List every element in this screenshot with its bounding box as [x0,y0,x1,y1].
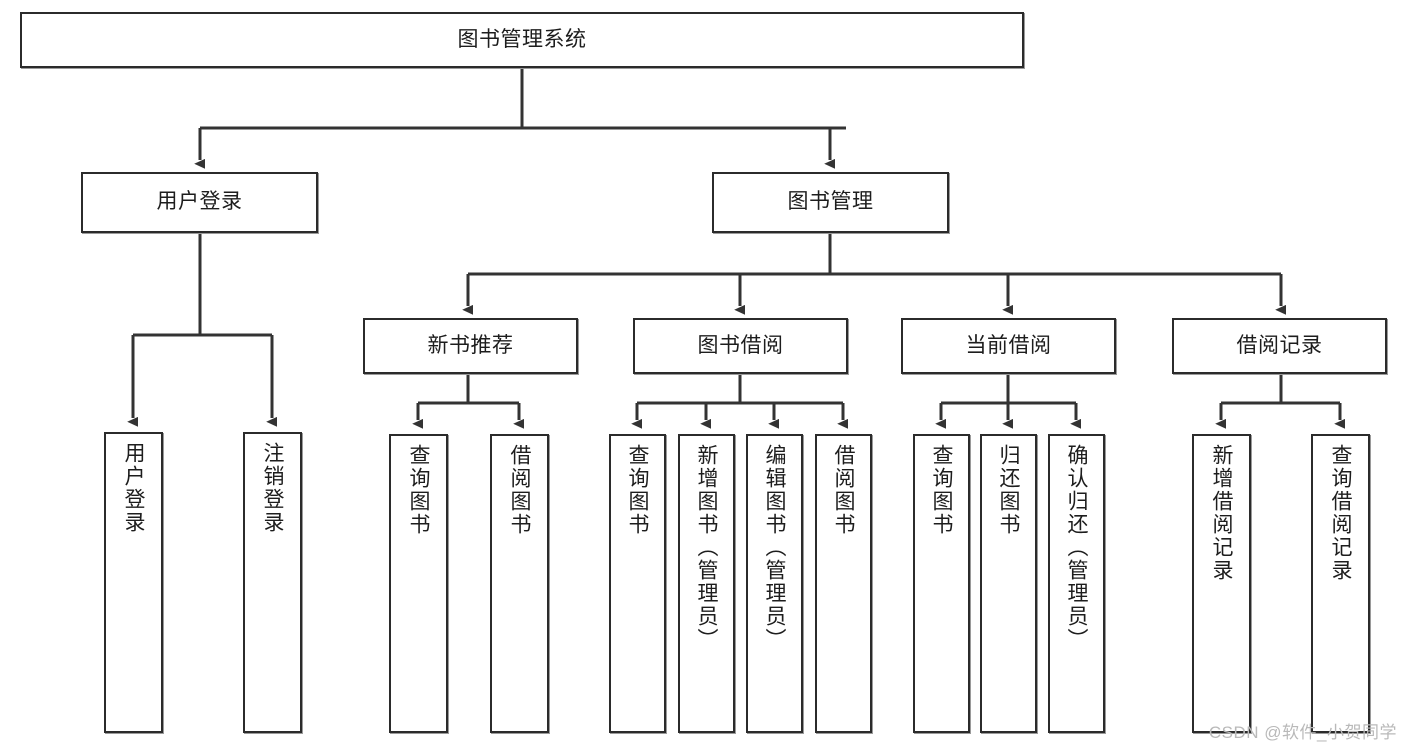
node-leaf-add-book[interactable]: 新增图书（管理员） [678,434,735,733]
node-leaf-logout[interactable]: 注销登录 [243,432,302,733]
node-leaf-edit-book-label: 编辑图书（管理员） [763,444,786,651]
node-leaf-borrow-book-1[interactable]: 借阅图书 [490,434,549,733]
node-leaf-query-book-3[interactable]: 查询图书 [913,434,970,733]
node-leaf-user-login[interactable]: 用户登录 [104,432,163,733]
node-leaf-query-book-1-label: 查询图书 [407,444,430,536]
node-leaf-return-book-label: 归还图书 [997,444,1020,536]
node-leaf-query-book-2[interactable]: 查询图书 [609,434,666,733]
node-new-book-recommend-label: 新书推荐 [427,333,514,357]
node-leaf-borrow-book-2-label: 借阅图书 [832,444,855,536]
node-book-borrow-label: 图书借阅 [697,333,784,357]
node-leaf-borrow-book-1-label: 借阅图书 [508,444,531,536]
node-user-login-label: 用户登录 [156,190,243,214]
node-leaf-query-record[interactable]: 查询借阅记录 [1311,434,1370,733]
node-current-borrow-label: 当前借阅 [965,333,1052,357]
node-leaf-return-book[interactable]: 归还图书 [980,434,1037,733]
node-current-borrow[interactable]: 当前借阅 [901,318,1116,374]
node-leaf-query-book-1[interactable]: 查询图书 [389,434,448,733]
node-leaf-query-record-label: 查询借阅记录 [1329,444,1352,582]
node-book-manage[interactable]: 图书管理 [712,172,949,233]
node-leaf-confirm-return-label: 确认归还（管理员） [1065,444,1088,651]
node-user-login[interactable]: 用户登录 [81,172,318,233]
node-borrow-record-label: 借阅记录 [1236,333,1323,357]
node-leaf-edit-book[interactable]: 编辑图书（管理员） [746,434,803,733]
csdn-watermark: CSDN @软件_小贺同学 [1208,723,1397,742]
node-new-book-recommend[interactable]: 新书推荐 [363,318,578,374]
node-leaf-user-login-label: 用户登录 [122,442,145,534]
node-leaf-add-book-label: 新增图书（管理员） [695,444,718,651]
node-leaf-add-record[interactable]: 新增借阅记录 [1192,434,1251,733]
node-root[interactable]: 图书管理系统 [20,12,1024,68]
node-leaf-borrow-book-2[interactable]: 借阅图书 [815,434,872,733]
node-book-manage-label: 图书管理 [787,190,874,214]
node-leaf-query-book-2-label: 查询图书 [626,444,649,536]
node-book-borrow[interactable]: 图书借阅 [633,318,848,374]
node-leaf-logout-label: 注销登录 [261,442,284,534]
node-borrow-record[interactable]: 借阅记录 [1172,318,1387,374]
node-root-label: 图书管理系统 [457,27,587,51]
node-leaf-confirm-return[interactable]: 确认归还（管理员） [1048,434,1105,733]
node-leaf-add-record-label: 新增借阅记录 [1210,444,1233,582]
node-leaf-query-book-3-label: 查询图书 [930,444,953,536]
